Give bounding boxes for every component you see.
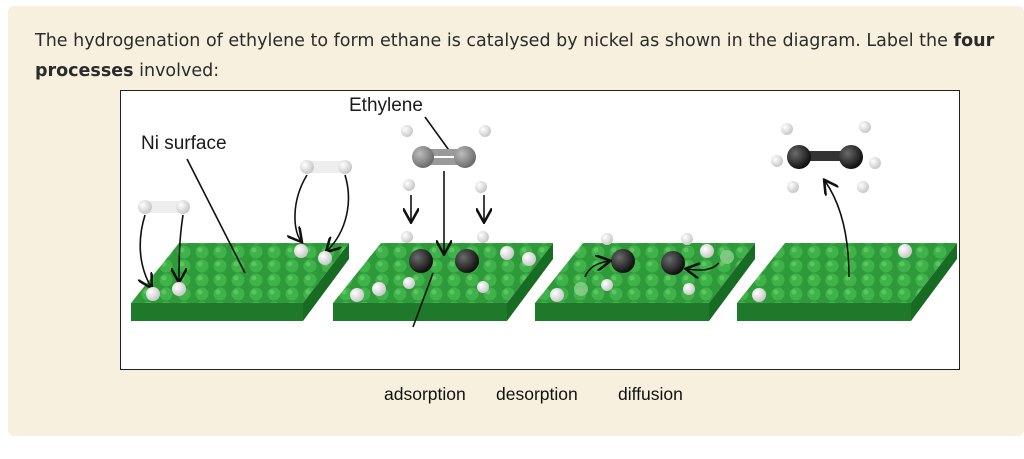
surface-panel-3: [535, 243, 755, 321]
hydrogen-atom: [372, 282, 386, 296]
carbon-atom: [611, 249, 635, 273]
hydrogen-atom-faded: [574, 282, 588, 296]
curved-arrow: [295, 174, 308, 241]
surface-panel-2: [333, 243, 553, 321]
hydrogen-atom: [700, 244, 714, 258]
hydrogen-atom: [477, 281, 489, 293]
hydrogen-atom: [294, 244, 308, 258]
hydrogenation-diagram: Ni surface Ethylene: [120, 90, 960, 370]
ethylene-label: Ethylene: [349, 95, 423, 116]
h2-molecule-2: [300, 160, 352, 174]
carbon-atom: [455, 249, 479, 273]
question-text-start: The hydrogenation of ethylene to form et…: [35, 31, 954, 51]
question-text: The hydrogenation of ethylene to form et…: [35, 26, 995, 86]
question-bold-phrase: four processes: [35, 31, 995, 81]
hydrogen-atom: [522, 252, 536, 266]
option-adsorption[interactable]: adsorption: [384, 384, 466, 404]
carbon-atom: [661, 251, 685, 275]
curved-arrow: [584, 261, 609, 278]
question-card: The hydrogenation of ethylene to form et…: [8, 6, 1024, 436]
hydrogen-atom: [146, 287, 160, 301]
curved-arrow: [825, 181, 850, 278]
surface-panel-1: [131, 243, 349, 321]
hydrogen-atom: [172, 282, 186, 296]
curved-arrow: [140, 214, 151, 287]
hydrogen-atom: [318, 251, 332, 265]
pointer-line: [412, 272, 434, 328]
curved-arrow: [179, 214, 183, 281]
ni-surface-pointer: [186, 158, 246, 274]
hydrogen-atom: [550, 288, 564, 302]
hydrogen-atom: [500, 246, 514, 260]
surface-panel-4: [737, 243, 957, 321]
option-desorption[interactable]: desorption: [496, 384, 578, 404]
ethane-molecule: [771, 121, 881, 193]
option-diffusion[interactable]: diffusion: [618, 384, 683, 404]
ethylene-pointer: [424, 116, 452, 154]
hydrogen-atom: [683, 283, 695, 295]
ethylene-molecule: [401, 125, 491, 193]
hydrogen-atom: [752, 288, 766, 302]
hydrogen-atom: [681, 233, 693, 245]
hydrogen-atom: [401, 231, 413, 243]
hydrogen-atom: [601, 233, 613, 245]
hydrogen-atom: [898, 244, 912, 258]
curved-arrow: [687, 263, 720, 270]
hydrogen-atom: [477, 231, 489, 243]
hydrogen-atom: [403, 277, 415, 289]
curved-arrow: [327, 174, 350, 251]
hydrogen-atom: [601, 279, 613, 291]
question-text-end: involved:: [133, 61, 220, 81]
ni-surface-label: Ni surface: [141, 133, 227, 154]
hydrogen-atom-faded: [720, 250, 734, 264]
hydrogen-atom: [350, 288, 364, 302]
diagram-svg: Ni surface Ethylene: [131, 95, 957, 328]
carbon-atom: [409, 249, 433, 273]
h2-molecule-1: [138, 200, 190, 214]
